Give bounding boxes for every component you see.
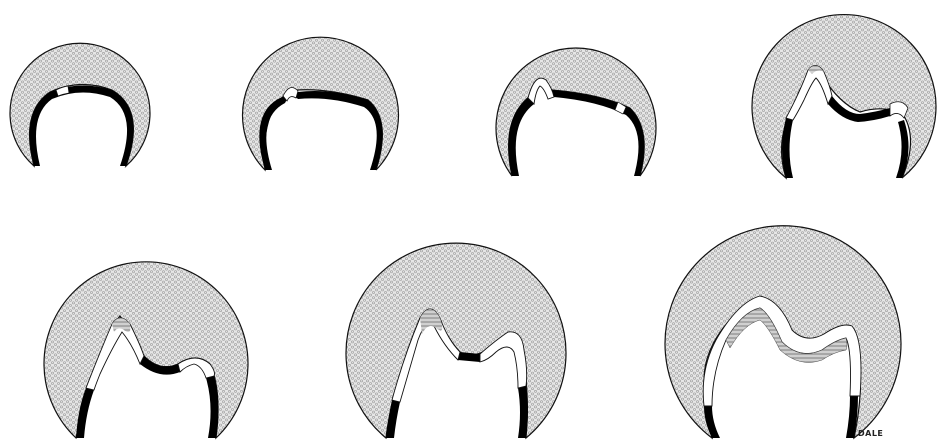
- stage-7: DALE: [665, 226, 901, 438]
- white-mark-stage-4: [890, 102, 908, 118]
- stage-6: [346, 243, 566, 438]
- stage-2: [243, 37, 399, 170]
- epithelium-band-stage-1: [30, 85, 134, 166]
- stage-1: [10, 43, 150, 166]
- stage-4: [752, 15, 936, 178]
- black-root-right-stage-6: [518, 386, 528, 438]
- stage-3: [496, 48, 656, 176]
- dental-papilla-stage-4: [752, 15, 936, 178]
- stage-5: [44, 262, 248, 438]
- epithelium-band-stage-2: [259, 89, 382, 170]
- dental-papilla-stage-6: [346, 243, 566, 438]
- artist-signature: DALE: [858, 429, 883, 438]
